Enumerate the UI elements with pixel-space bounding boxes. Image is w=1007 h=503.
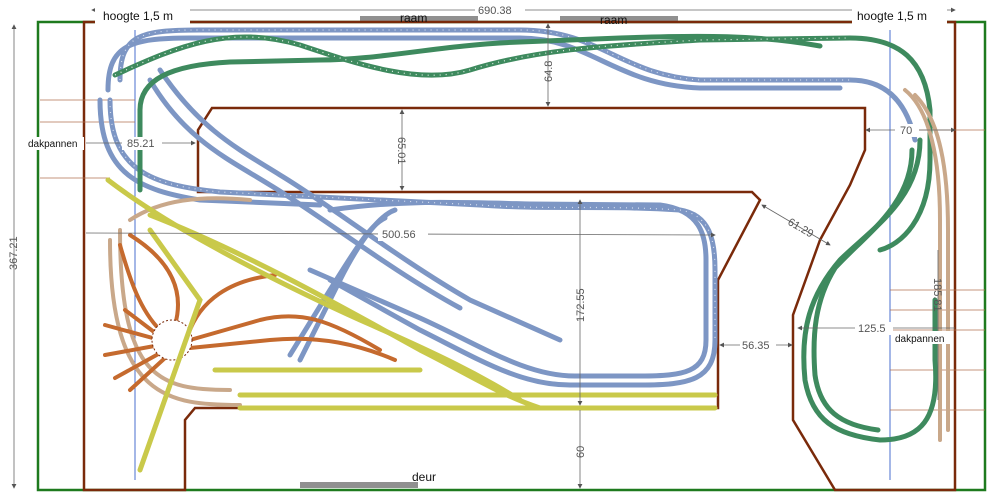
dim-center-height: 172.55 [575,288,587,322]
window-1-bar [360,16,478,22]
dim-right-depth: 70 [900,125,912,137]
right-depth-bg [895,124,919,137]
table-outline [82,20,957,492]
height-left-label: hoogte 1,5 m [103,9,173,23]
blue-track-ties [109,29,850,340]
dim-total-width: 690.38 [478,5,512,17]
yellow-tracks [105,177,718,473]
window-2-label: raam [600,13,627,27]
dim-inner-gap: 65.01 [395,137,407,165]
height-left-bg [95,7,190,24]
height-right-label: hoogte 1,5 m [857,9,927,23]
blue-tracks [97,27,918,388]
dim-inner-width: 500.56 [382,229,416,241]
aisle-bg [740,338,776,351]
door-bar [300,482,418,488]
dim-total-height: 367.21 [8,236,20,270]
left-depth-bg [122,137,162,150]
dim-upper-gap: 64.8 [543,61,555,82]
window-2-bar [560,16,678,22]
inner-width-bg [378,228,428,241]
tan-tracks [108,88,950,442]
roof-lines-left [40,99,135,179]
dim-diagonal: 61.29 [786,216,816,240]
roof-left-bg [26,137,84,150]
height-right-bg [852,7,947,24]
right-module-bg [855,322,893,335]
roof-right-bg [893,331,951,344]
roof-right-label: dakpannen [895,334,945,345]
dim-aisle: 56.35 [742,340,770,352]
total-width-bg [475,3,525,16]
roof-left-label: dakpannen [28,139,78,150]
door-label: deur [412,470,436,484]
dim-right-vertical: 185.81 [931,278,943,312]
dim-left-depth: 85.21 [127,138,155,150]
dim-right-module: 125.5 [858,323,886,335]
window-1-label: raam [400,11,427,25]
dim-center-bottom: 60 [575,446,587,458]
